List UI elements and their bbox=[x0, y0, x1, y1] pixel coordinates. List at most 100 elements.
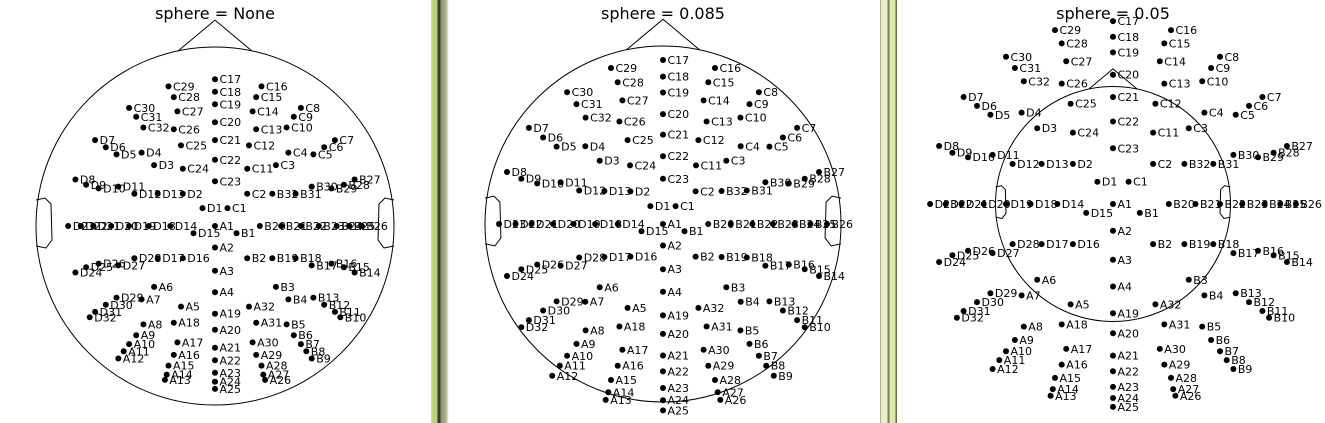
sensor-marker-A3 bbox=[660, 266, 666, 273]
sensor-label-B13: B13 bbox=[318, 292, 340, 305]
sensor-label-C4: C4 bbox=[1209, 107, 1224, 120]
sensor-marker-B31 bbox=[292, 190, 299, 197]
sensor-marker-C27 bbox=[619, 97, 626, 104]
sensor-label-C3: C3 bbox=[1193, 122, 1208, 135]
sensor-marker-C17 bbox=[212, 76, 218, 83]
sensor-label-C23: C23 bbox=[220, 175, 242, 188]
sensor-label-C26: C26 bbox=[624, 116, 646, 129]
sensor-marker-B24 bbox=[791, 221, 798, 227]
sensor-label-C27: C27 bbox=[182, 105, 204, 118]
sensor-label-B5: B5 bbox=[745, 324, 760, 337]
sensor-label-A20: A20 bbox=[668, 328, 690, 341]
sensor-label-B8: B8 bbox=[311, 345, 326, 358]
sensor-marker-A20 bbox=[1110, 330, 1116, 337]
sensor-marker-A5 bbox=[1067, 301, 1074, 308]
sensor-marker-D15 bbox=[1083, 209, 1090, 216]
sensor-label-C5: C5 bbox=[318, 148, 333, 161]
sensor-marker-B32 bbox=[1181, 160, 1188, 167]
sensor-label-C24: C24 bbox=[635, 159, 657, 172]
sensor-marker-C22 bbox=[1110, 118, 1116, 125]
sensor-marker-A9 bbox=[573, 340, 580, 347]
panel-title-sphere-none: sphere = None bbox=[155, 4, 275, 23]
sensor-label-D29: D29 bbox=[561, 295, 583, 308]
sensor-marker-A17 bbox=[1063, 345, 1070, 352]
sensor-label-D29: D29 bbox=[121, 292, 143, 305]
sensor-marker-A23 bbox=[660, 385, 666, 391]
sensor-label-B13: B13 bbox=[774, 295, 796, 308]
sensor-marker-C2 bbox=[692, 188, 699, 195]
sensor-label-B24: B24 bbox=[799, 218, 821, 231]
sensor-marker-B19 bbox=[718, 254, 725, 260]
sensor-label-D13: D13 bbox=[609, 185, 631, 198]
sensor-label-A28: A28 bbox=[266, 360, 288, 373]
sensor-marker-A10 bbox=[126, 341, 133, 348]
sensor-label-D30: D30 bbox=[548, 305, 570, 318]
sensor-label-A7: A7 bbox=[590, 296, 605, 309]
sensor-marker-A16 bbox=[614, 362, 621, 369]
sensor-marker-A23 bbox=[1110, 383, 1116, 390]
sensor-marker-D17 bbox=[1038, 241, 1045, 248]
sensor-label-D31: D31 bbox=[968, 305, 990, 318]
sensor-label-D15: D15 bbox=[646, 225, 668, 238]
sensor-marker-A2 bbox=[212, 244, 218, 251]
sensor-marker-D1 bbox=[647, 203, 654, 210]
sensor-marker-D11 bbox=[115, 183, 122, 190]
sensor-marker-A32 bbox=[1152, 301, 1159, 308]
sensor-marker-C12 bbox=[695, 137, 702, 144]
sensor-marker-A18 bbox=[1058, 321, 1065, 328]
sensor-marker-B8 bbox=[303, 348, 310, 355]
sensor-label-B15: B15 bbox=[809, 263, 831, 276]
sensor-label-D6: D6 bbox=[982, 100, 997, 113]
sensor-label-A31: A31 bbox=[711, 321, 733, 334]
sensor-marker-A12 bbox=[549, 372, 556, 379]
nose-outline bbox=[177, 19, 253, 52]
sensor-label-C28: C28 bbox=[178, 91, 200, 104]
sensor-marker-B4 bbox=[1201, 292, 1208, 299]
sensor-marker-C10 bbox=[737, 114, 744, 121]
sensor-label-C6: C6 bbox=[787, 132, 802, 145]
sensor-marker-D14 bbox=[167, 223, 174, 229]
sensor-label-D23: D23 bbox=[73, 220, 95, 233]
sensor-label-B7: B7 bbox=[305, 338, 320, 351]
sensor-marker-B20 bbox=[256, 223, 263, 229]
sensor-label-A21: A21 bbox=[668, 350, 690, 363]
sensor-label-C12: C12 bbox=[703, 134, 725, 147]
sensor-label-D1: D1 bbox=[207, 202, 222, 215]
sensor-label-D9: D9 bbox=[91, 179, 106, 192]
sensor-label-A32: A32 bbox=[703, 302, 725, 315]
sensor-marker-B25 bbox=[346, 223, 353, 229]
sensor-label-D32: D32 bbox=[94, 311, 116, 324]
sensor-marker-A11 bbox=[120, 348, 127, 355]
sensor-label-C23: C23 bbox=[668, 173, 690, 186]
sensor-marker-C8 bbox=[755, 89, 762, 96]
sensor-marker-B17 bbox=[308, 262, 315, 269]
sensor-marker-C24 bbox=[179, 165, 186, 172]
sensor-label-A9: A9 bbox=[1019, 334, 1034, 347]
sensor-label-C25: C25 bbox=[1075, 98, 1097, 111]
sensor-label-D14: D14 bbox=[1062, 198, 1084, 211]
sensor-panel-0: C17C18C19C20C21C22C23A1A2A3A4A19A20A21A2… bbox=[35, 19, 395, 406]
sensor-marker-A11 bbox=[556, 362, 563, 369]
sensor-marker-A7 bbox=[1018, 292, 1025, 299]
sensor-marker-D19 bbox=[570, 221, 577, 227]
sensor-marker-B23 bbox=[315, 223, 322, 229]
sensor-label-C19: C19 bbox=[1118, 46, 1140, 59]
panel-title-sphere-0085: sphere = 0.085 bbox=[601, 4, 725, 23]
sensor-marker-A13 bbox=[1047, 392, 1054, 399]
sensor-marker-B28 bbox=[340, 181, 347, 188]
sensor-label-A25: A25 bbox=[1118, 401, 1140, 414]
sensor-label-A18: A18 bbox=[178, 317, 200, 330]
sensor-marker-D23 bbox=[496, 221, 502, 227]
sensor-marker-B26 bbox=[358, 223, 365, 229]
sensor-label-C19: C19 bbox=[220, 98, 242, 111]
sensor-label-D2: D2 bbox=[1077, 158, 1092, 171]
sensor-label-A26: A26 bbox=[1180, 390, 1202, 403]
sensor-marker-C32 bbox=[140, 124, 147, 131]
sensor-label-A15: A15 bbox=[616, 374, 638, 387]
sensor-label-B2: B2 bbox=[1158, 238, 1173, 251]
sensor-label-D28: D28 bbox=[139, 252, 161, 265]
sensor-marker-D5 bbox=[987, 111, 994, 118]
sensor-marker-D10 bbox=[534, 180, 541, 187]
sensor-label-B11: B11 bbox=[1267, 305, 1289, 318]
sensor-marker-C30 bbox=[1003, 53, 1009, 60]
